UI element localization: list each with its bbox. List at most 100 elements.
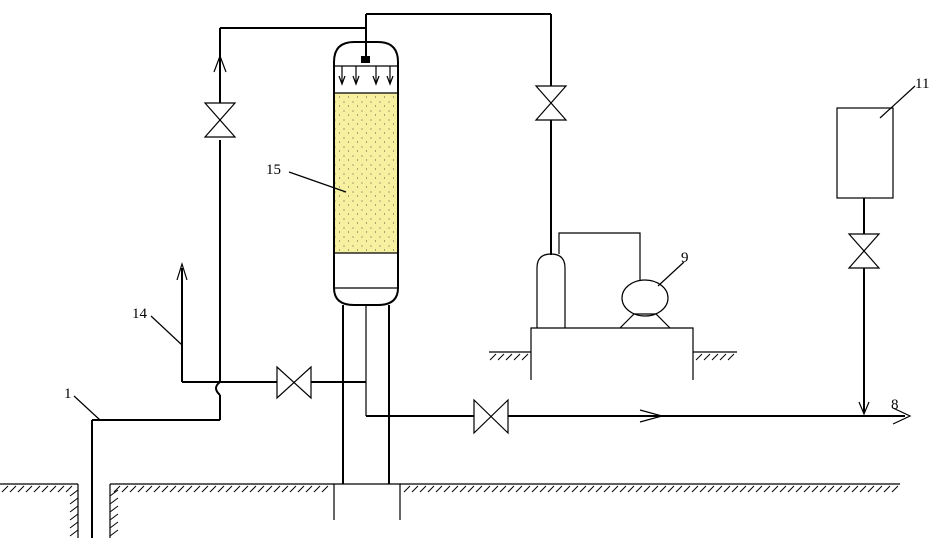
hatch-mark	[489, 353, 497, 361]
hatch-mark	[57, 485, 65, 493]
hatch-mark	[867, 485, 875, 493]
hatch-mark	[49, 485, 57, 493]
hatch-mark	[611, 485, 619, 493]
hatch-mark	[209, 485, 217, 493]
hatch-mark	[811, 485, 819, 493]
label-1: 1	[64, 386, 72, 402]
hatch-mark	[257, 485, 265, 493]
spray-arrows	[338, 66, 394, 86]
hatch-mark	[137, 485, 145, 493]
riser-valve	[203, 102, 237, 138]
hatch-mark	[249, 485, 257, 493]
hatch-mark	[201, 485, 209, 493]
hatch-mark	[795, 485, 803, 493]
hatch-mark	[411, 485, 419, 493]
hatch-mark	[483, 485, 491, 493]
hatch-mark	[703, 353, 711, 361]
hatch-mark	[723, 485, 731, 493]
hatch-mark	[627, 485, 635, 493]
hatch-mark	[69, 513, 79, 521]
hatch-mark	[177, 485, 185, 493]
outlet-valve	[473, 398, 509, 435]
hatch-mark	[819, 485, 827, 493]
hatch-mark	[313, 485, 321, 493]
hatch-mark	[803, 485, 811, 493]
pump	[621, 279, 669, 317]
hatch-mark	[619, 485, 627, 493]
hatch-mark	[787, 485, 795, 493]
hatch-mark	[273, 485, 281, 493]
hatch-mark	[603, 485, 611, 493]
hatch-mark	[129, 485, 137, 493]
hatch-mark	[25, 485, 33, 493]
hatch-mark	[513, 353, 521, 361]
hatch-mark	[451, 485, 459, 493]
hatch-mark	[891, 485, 899, 493]
hatch-mark	[555, 485, 563, 493]
hatch-mark	[651, 485, 659, 493]
hatch-mark	[699, 485, 707, 493]
outlet-pipe	[366, 407, 912, 425]
hatch-mark	[217, 485, 225, 493]
label-14: 14	[132, 306, 148, 322]
hatch-mark	[419, 485, 427, 493]
hatch-mark	[579, 485, 587, 493]
hatch-mark	[265, 485, 273, 493]
hatch-mark	[427, 485, 435, 493]
label-9: 9	[681, 250, 689, 266]
hatch-mark	[859, 485, 867, 493]
hatch-mark	[707, 485, 715, 493]
hatch-mark	[69, 505, 79, 513]
hatch-mark	[763, 485, 771, 493]
leader-lines	[73, 85, 916, 421]
hatch-mark	[521, 353, 529, 361]
hatch-mark	[731, 485, 739, 493]
hatch-mark	[69, 529, 79, 537]
hatch-mark	[595, 485, 603, 493]
hatch-mark	[571, 485, 579, 493]
hatch-mark	[69, 497, 79, 505]
hatch-mark	[523, 485, 531, 493]
recirculation-pipe	[365, 13, 552, 255]
hatch-mark	[109, 505, 119, 513]
hatch-mark	[193, 485, 201, 493]
hatch-mark	[281, 485, 289, 493]
hatch-mark	[739, 485, 747, 493]
filter-column	[333, 41, 399, 484]
ground-surface	[0, 483, 900, 538]
hatch-mark	[505, 353, 513, 361]
hatch-mark	[531, 485, 539, 493]
hatch-mark	[727, 353, 735, 361]
hatch-mark	[113, 485, 121, 493]
hatch-mark	[297, 485, 305, 493]
hatch-mark	[635, 485, 643, 493]
hatch-mark	[109, 513, 119, 521]
hatch-mark	[497, 353, 505, 361]
hatch-mark	[17, 485, 25, 493]
hatch-mark	[747, 485, 755, 493]
vent-branch-14	[176, 261, 366, 383]
hatch-mark	[109, 497, 119, 505]
hatch-mark	[835, 485, 843, 493]
hatch-mark	[491, 485, 499, 493]
hatch-mark	[467, 485, 475, 493]
hatch-mark	[507, 485, 515, 493]
hatch-mark	[41, 485, 49, 493]
hatch-mark	[233, 485, 241, 493]
hatch-mark	[185, 485, 193, 493]
hatch-mark	[33, 485, 41, 493]
column-foundation	[333, 483, 401, 520]
hatch-mark	[403, 485, 411, 493]
hatch-mark	[65, 485, 73, 493]
hatch-mark	[667, 485, 675, 493]
hatch-mark	[9, 485, 17, 493]
reagent-valve	[847, 233, 881, 269]
hatch-mark	[715, 485, 723, 493]
hatch-mark	[145, 485, 153, 493]
hatch-mark	[161, 485, 169, 493]
hatch-mark	[587, 485, 595, 493]
hatch-mark	[435, 485, 443, 493]
hatch-mark	[153, 485, 161, 493]
hatch-mark	[875, 485, 883, 493]
hatch-mark	[659, 485, 667, 493]
